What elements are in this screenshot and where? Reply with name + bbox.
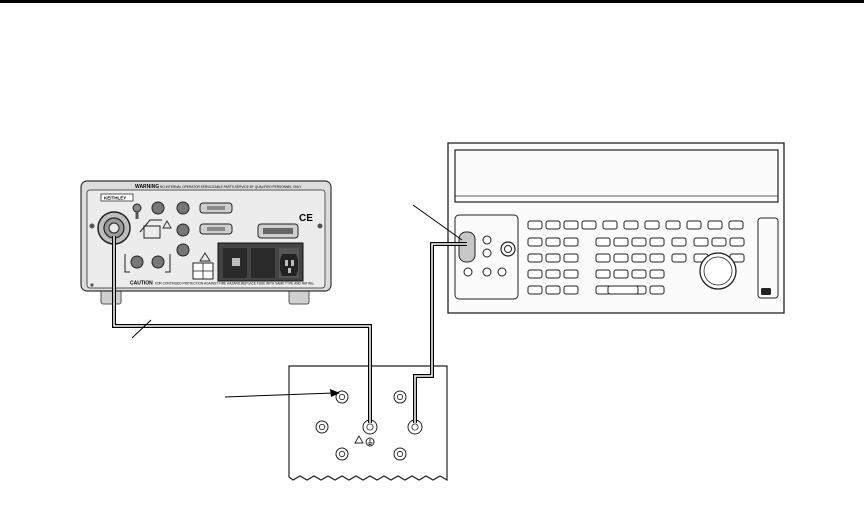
terminal-connector xyxy=(482,248,492,258)
terminal-connector xyxy=(482,267,492,277)
keypad-key xyxy=(631,253,647,263)
keypad-key xyxy=(711,237,727,247)
fixture-jack-center xyxy=(338,450,346,458)
keypad-key xyxy=(545,220,561,230)
dsub-connector xyxy=(199,223,233,235)
keypad-key xyxy=(527,285,543,295)
keypad xyxy=(527,220,745,295)
keypad-key xyxy=(671,253,687,263)
keypad-key xyxy=(595,237,611,247)
keypad-key xyxy=(707,220,723,230)
screw-icon xyxy=(317,223,323,229)
keypad-key xyxy=(649,285,665,295)
caution-text: FOR CONTINUED PROTECTION AGAINST FIRE HA… xyxy=(155,282,315,286)
keypad-key xyxy=(623,220,639,230)
keypad-key xyxy=(613,269,629,279)
keypad-key xyxy=(545,269,561,279)
fixture-jack-center xyxy=(318,423,326,431)
warning-text: NO INTERNAL OPERATOR SERVICEABLE PARTS,S… xyxy=(160,185,302,189)
keypad-key xyxy=(563,253,579,263)
fixture-jack-center xyxy=(396,450,404,458)
terminal-connector xyxy=(176,223,190,237)
output-terminal xyxy=(458,231,476,263)
ground-screw xyxy=(132,203,142,219)
warning-heading: WARNING xyxy=(135,184,159,190)
fixture-jack-center xyxy=(396,393,404,401)
keypad-key xyxy=(671,237,687,247)
output-terminal-section xyxy=(454,214,519,300)
caution-triangle-icon xyxy=(162,220,172,229)
terminal-connector xyxy=(151,201,165,215)
fixture-jack-center xyxy=(366,423,374,431)
terminal-connector xyxy=(176,243,190,257)
caution-heading: CAUTION xyxy=(130,281,153,287)
keypad-key xyxy=(693,237,709,247)
ce-mark: CE xyxy=(299,213,313,224)
ieee488-connector xyxy=(257,223,299,239)
terminal-connector xyxy=(497,267,507,277)
fixture-jack-center xyxy=(411,423,419,431)
keypad-key xyxy=(581,220,597,230)
dsub-connector xyxy=(199,202,233,214)
keypad-key xyxy=(649,237,665,247)
keypad-key xyxy=(545,253,561,263)
keypad-key xyxy=(607,285,639,295)
keypad-key xyxy=(644,220,660,230)
keypad-key xyxy=(686,220,702,230)
keypad-key xyxy=(527,269,543,279)
voltage-selector xyxy=(192,252,214,280)
calibrator-front-panel xyxy=(447,142,785,314)
keypad-key xyxy=(563,220,579,230)
cable-instrument-to-fixture xyxy=(112,236,372,423)
keypad-key xyxy=(527,253,543,263)
callout-arrow xyxy=(224,389,340,398)
caution-triangle-icon xyxy=(354,435,364,444)
brand-label: KEITHLEY xyxy=(104,196,126,201)
keypad-key xyxy=(527,220,543,230)
instrument-rear-panel: WARNING NO INTERNAL OPERATOR SERVICEABLE… xyxy=(80,180,332,305)
terminal-connector xyxy=(176,201,190,215)
keypad-key xyxy=(595,269,611,279)
keypad-key xyxy=(595,253,611,263)
keypad-key xyxy=(563,285,579,295)
keypad-key xyxy=(665,220,681,230)
screw-icon xyxy=(90,283,94,287)
keypad-key xyxy=(545,285,561,295)
keypad-key xyxy=(649,269,665,279)
terminal-connector xyxy=(130,255,144,269)
power-entry-module xyxy=(217,242,304,282)
keypad-key xyxy=(545,237,561,247)
terminal-connector xyxy=(482,235,492,245)
fixture-jack-center xyxy=(338,393,346,401)
callout-leader xyxy=(131,319,152,339)
keypad-key xyxy=(613,253,629,263)
callout-leader xyxy=(412,204,463,241)
keypad-key xyxy=(613,237,629,247)
top-rule xyxy=(0,0,864,3)
ground-symbol-icon xyxy=(365,437,375,447)
keypad-key xyxy=(527,237,543,247)
keypad-key xyxy=(728,220,744,230)
keypad-key xyxy=(602,220,618,230)
rotary-knob xyxy=(699,252,737,290)
power-switch xyxy=(761,288,771,295)
keypad-key xyxy=(563,269,579,279)
cable-calibrator-to-fixture xyxy=(413,242,467,423)
keypad-key xyxy=(563,237,579,247)
keypad-key xyxy=(631,237,647,247)
terminal-connector xyxy=(151,255,165,269)
terminal-connector xyxy=(463,267,473,277)
screw-icon xyxy=(89,223,95,229)
keypad-key xyxy=(729,237,745,247)
keypad-key xyxy=(631,269,647,279)
power-switch-panel xyxy=(757,217,779,299)
keypad-key xyxy=(649,253,665,263)
